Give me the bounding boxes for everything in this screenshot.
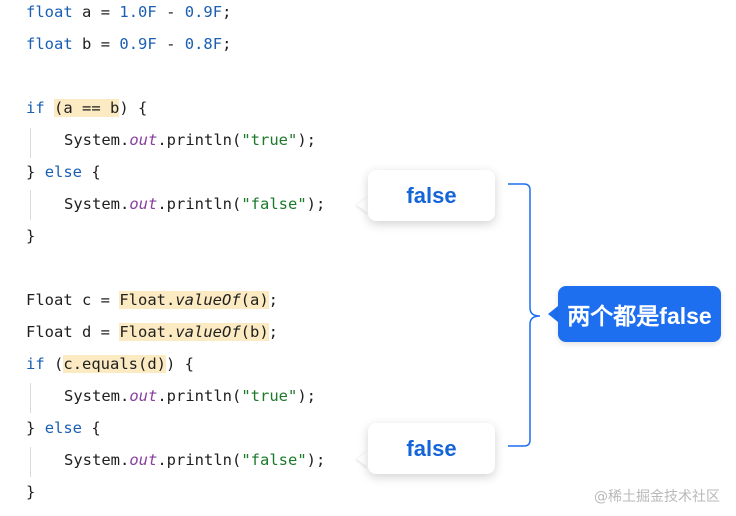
result-callout-second: false xyxy=(368,423,495,474)
indent-guide xyxy=(30,128,31,158)
code-line-print-true-2: System.out.println("true"); xyxy=(64,387,316,405)
summary-pointer xyxy=(548,306,558,322)
summary-label: 两个都是false xyxy=(567,303,712,329)
summary-box: 两个都是false xyxy=(558,286,721,342)
code-line-print-false: System.out.println("false"); xyxy=(64,195,326,213)
code-line-close-brace-2: } xyxy=(26,483,36,501)
code-line-else: } else { xyxy=(26,163,101,181)
highlight-condition: (a == b xyxy=(54,99,120,117)
code-line-print-true: System.out.println("true"); xyxy=(64,131,316,149)
result-callout-first: false xyxy=(368,170,495,221)
code-line-decl-d: Float d = Float.valueOf(b); xyxy=(26,323,278,341)
code-line-decl-a: float a = 1.0F - 0.9F; xyxy=(26,3,232,21)
code-line-decl-c: Float c = Float.valueOf(a); xyxy=(26,291,278,309)
indent-guide xyxy=(30,190,31,220)
code-line-if-equals: if (c.equals(d)) { xyxy=(26,355,195,373)
code-line-else-2: } else { xyxy=(26,419,101,437)
result-label: false xyxy=(406,435,457,461)
callout-pointer xyxy=(357,196,369,214)
code-line-if-float: if (a == b) { xyxy=(26,99,148,117)
code-line-close-brace: } xyxy=(26,227,36,245)
highlight-equals: c.equals(d) xyxy=(63,355,167,373)
result-label: false xyxy=(406,182,457,208)
indent-guide xyxy=(30,383,31,413)
highlight-valueof-a: Float.valueOf(a) xyxy=(119,291,269,309)
code-line-decl-b: float b = 0.9F - 0.8F; xyxy=(26,35,232,53)
watermark: @稀土掘金技术社区 xyxy=(594,489,720,505)
callout-pointer xyxy=(357,450,369,468)
highlight-valueof-b: Float.valueOf(b) xyxy=(119,323,269,341)
indent-guide xyxy=(30,447,31,477)
code-line-print-false-2: System.out.println("false"); xyxy=(64,451,326,469)
